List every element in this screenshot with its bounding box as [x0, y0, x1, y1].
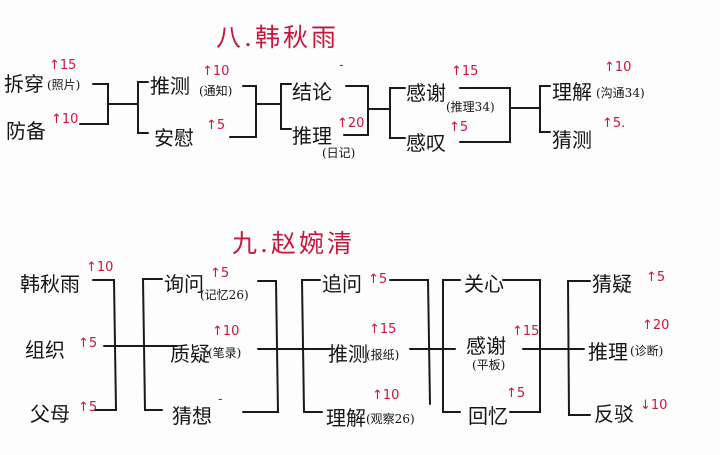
- score-up: ↑15: [451, 64, 479, 79]
- score-up: ↑15: [369, 322, 397, 337]
- score-up: ↑5.: [602, 116, 626, 131]
- score-up: ↑5: [449, 120, 469, 135]
- score-up: ↑10: [604, 60, 632, 75]
- node-note: (推理34): [446, 100, 495, 114]
- bracket-s2-l1-right: [242, 280, 280, 413]
- node-label: 理解: [326, 406, 366, 430]
- score-none: -: [218, 392, 223, 407]
- node-note: (平板): [472, 358, 506, 372]
- node-label: 感叹: [406, 131, 446, 155]
- node-note: (观察26): [366, 412, 415, 426]
- node-label: 推理: [292, 124, 332, 148]
- node-label: 询问: [164, 272, 204, 296]
- score-up: ↑10: [372, 388, 400, 403]
- score-up: ↑20: [642, 318, 670, 333]
- score-down: ↓10: [640, 398, 668, 413]
- score-none: -: [339, 58, 344, 73]
- node-label: 父母: [30, 402, 70, 426]
- score-up: ↑5: [210, 266, 230, 281]
- score-up: ↑10: [212, 324, 240, 339]
- node-note: (照片): [47, 78, 81, 92]
- node-label: 拆穿: [4, 72, 44, 96]
- node-label: 推测: [328, 342, 368, 366]
- node-note: (沟通34): [596, 86, 645, 100]
- node-note: (记忆26): [200, 288, 249, 302]
- bracket-s1-l2: [280, 83, 292, 130]
- node-label: 组织: [25, 338, 65, 362]
- score-up: ↑20: [337, 116, 365, 131]
- node-note: (诊断): [630, 344, 664, 358]
- node-note: (日记): [322, 146, 356, 160]
- bracket-s1-l1: [137, 81, 149, 134]
- bracket-s2-l4: [566, 280, 591, 416]
- node-label: 理解: [552, 80, 592, 104]
- score-up: ↑5: [646, 270, 666, 285]
- node-label: 猜测: [552, 128, 592, 152]
- node-note: (笔录): [208, 346, 242, 360]
- bracket-s2-l2: [300, 279, 323, 413]
- bracket-s1-l3-right: [459, 87, 511, 143]
- node-label: 韩秋雨: [20, 272, 80, 296]
- bracket-s2-l2-right: [389, 279, 431, 405]
- node-label: 质疑: [170, 342, 210, 366]
- bracket-s2-l3-right: [502, 279, 541, 413]
- score-up: ↑15: [512, 324, 540, 339]
- node-label: 猜想: [172, 404, 212, 428]
- bracket-s1-l0: [79, 83, 109, 125]
- score-up: ↑15: [49, 58, 77, 73]
- node-label: 推理: [588, 340, 628, 364]
- node-label: 结论: [292, 80, 332, 104]
- node-label: 猜疑: [592, 272, 632, 296]
- score-up: ↑5: [368, 272, 388, 287]
- bracket-s2-l3: [442, 279, 461, 413]
- node-label: 反驳: [594, 402, 634, 426]
- bracket-s1-l2-right: [343, 85, 369, 136]
- score-up: ↑10: [51, 112, 79, 127]
- section-title: 八.韩秋雨: [216, 23, 339, 52]
- node-label: 推测: [150, 74, 190, 98]
- score-up: ↑10: [202, 64, 230, 79]
- bracket-s1-l3: [389, 87, 406, 139]
- bracket-s1-l4: [539, 85, 551, 133]
- score-up: ↑5: [206, 118, 226, 133]
- node-label: 感谢: [406, 81, 446, 105]
- score-up: ↑10: [86, 260, 114, 275]
- section-title: 九.赵婉清: [232, 229, 355, 258]
- node-label: 安慰: [154, 126, 194, 150]
- bracket-s2-l1: [141, 278, 163, 411]
- node-label: 追问: [322, 272, 362, 296]
- node-note: (通知): [199, 84, 233, 98]
- node-label: 防备: [6, 119, 46, 143]
- node-label: 关心: [464, 272, 504, 296]
- score-up: ↑5: [506, 386, 526, 401]
- node-note: (报纸): [366, 348, 400, 362]
- node-label: 感谢: [466, 334, 506, 358]
- node-label: 回忆: [468, 404, 508, 428]
- score-up: ↑5: [78, 400, 98, 415]
- bracket-s1-l1-right: [229, 85, 257, 138]
- score-up: ↑5: [78, 336, 98, 351]
